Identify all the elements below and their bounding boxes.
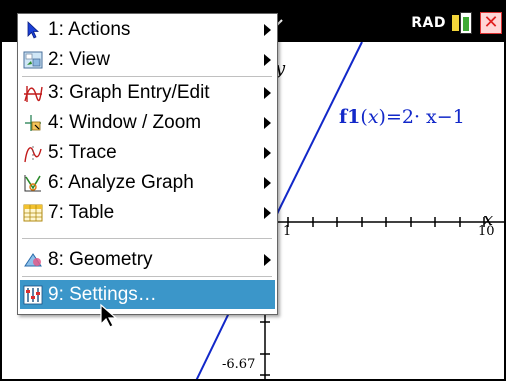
geometry-icon: [22, 249, 44, 271]
arrow-pointer-icon: [22, 19, 44, 41]
menu-item-label: 3: Graph Entry/Edit: [48, 81, 210, 103]
menu-item-label: 5: Trace: [48, 141, 117, 163]
menu-item-window-zoom[interactable]: 4: Window / Zoom: [20, 108, 275, 137]
function-expression: =2· x−1: [385, 106, 465, 128]
view-icon: [22, 49, 44, 71]
x-tick-label-10: 10: [478, 224, 495, 239]
menu-item-label: 9: Settings…: [48, 283, 157, 305]
function-open-paren: (: [360, 106, 368, 128]
x-tick-label-1: 1: [283, 224, 292, 239]
menu-item-label: 2: View: [48, 48, 110, 70]
menu-item-table[interactable]: 7: Table: [20, 198, 275, 227]
menu-item-view[interactable]: 2: View: [20, 45, 275, 74]
menu-item-label: 8: Geometry: [48, 248, 153, 270]
function-close-paren: ): [378, 106, 386, 128]
menu-separator: [22, 276, 272, 277]
function-variable: x: [367, 106, 379, 128]
graph-entry-icon: [22, 82, 44, 104]
analyze-graph-icon: [22, 172, 44, 194]
menu-item-trace[interactable]: 5: Trace: [20, 138, 275, 167]
function-line-upper: [272, 41, 363, 223]
table-icon: [22, 202, 44, 224]
submenu-arrow-icon: [264, 176, 271, 189]
menu-item-settings[interactable]: 9: Settings…: [20, 280, 275, 309]
menu-item-label: 1: Actions: [48, 18, 131, 40]
submenu-arrow-icon: [264, 146, 271, 159]
y-axis-label: y: [275, 58, 286, 79]
close-icon[interactable]: ✕: [480, 12, 502, 34]
angle-mode-indicator: RAD: [411, 15, 446, 31]
submenu-arrow-icon: [264, 23, 271, 36]
battery-icon: [452, 12, 474, 34]
menu-item-graph-entry-edit[interactable]: 3: Graph Entry/Edit: [20, 78, 275, 107]
x-axis-ticks: [287, 217, 485, 227]
submenu-arrow-icon: [264, 116, 271, 129]
submenu-arrow-icon: [264, 86, 271, 99]
trace-icon: [22, 142, 44, 164]
submenu-arrow-icon: [264, 53, 271, 66]
y-tick-label-bottom: -6.67: [222, 357, 256, 372]
mouse-cursor-icon: [100, 303, 118, 328]
menu-item-geometry[interactable]: 8: Geometry: [20, 245, 275, 274]
settings-icon: [22, 284, 44, 306]
menu-separator: [22, 238, 272, 239]
submenu-arrow-icon: [264, 253, 271, 266]
menu-item-label: 4: Window / Zoom: [48, 111, 202, 133]
status-area: RAD ✕: [411, 10, 504, 36]
context-menu: 1: Actions 2: View 3: Graph Entry/Edit 4…: [17, 13, 278, 315]
function-name: f1: [339, 106, 361, 128]
menu-separator: [22, 76, 272, 77]
window-zoom-icon: [22, 112, 44, 134]
submenu-arrow-icon: [264, 206, 271, 219]
menu-item-label: 6: Analyze Graph: [48, 171, 194, 193]
function-label[interactable]: f1(x)=2· x−1: [339, 106, 465, 128]
x-axis-label: x: [483, 209, 494, 230]
menu-item-analyze-graph[interactable]: 6: Analyze Graph: [20, 168, 275, 197]
menu-item-label: 7: Table: [48, 201, 115, 223]
menu-item-actions[interactable]: 1: Actions: [20, 15, 275, 44]
